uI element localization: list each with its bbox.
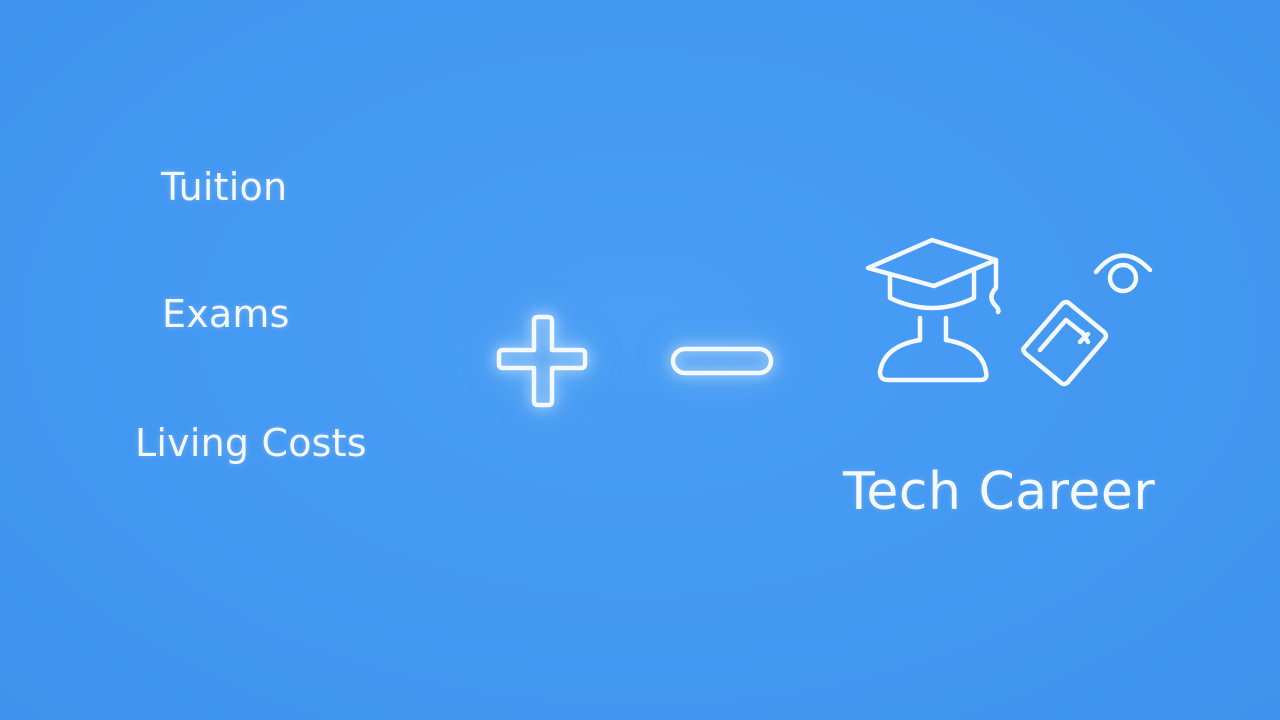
tablet-device-icon	[1021, 299, 1109, 387]
eye-sensor-icon	[1093, 253, 1153, 294]
minus-icon	[670, 346, 774, 376]
cost-item-exams: Exams	[162, 292, 290, 336]
cost-item-tuition: Tuition	[161, 165, 288, 209]
cost-item-living-costs: Living Costs	[135, 421, 367, 465]
plus-icon	[496, 314, 588, 408]
graduation-cap-person-icon	[865, 237, 1001, 383]
career-title: Tech Career	[843, 462, 1156, 522]
